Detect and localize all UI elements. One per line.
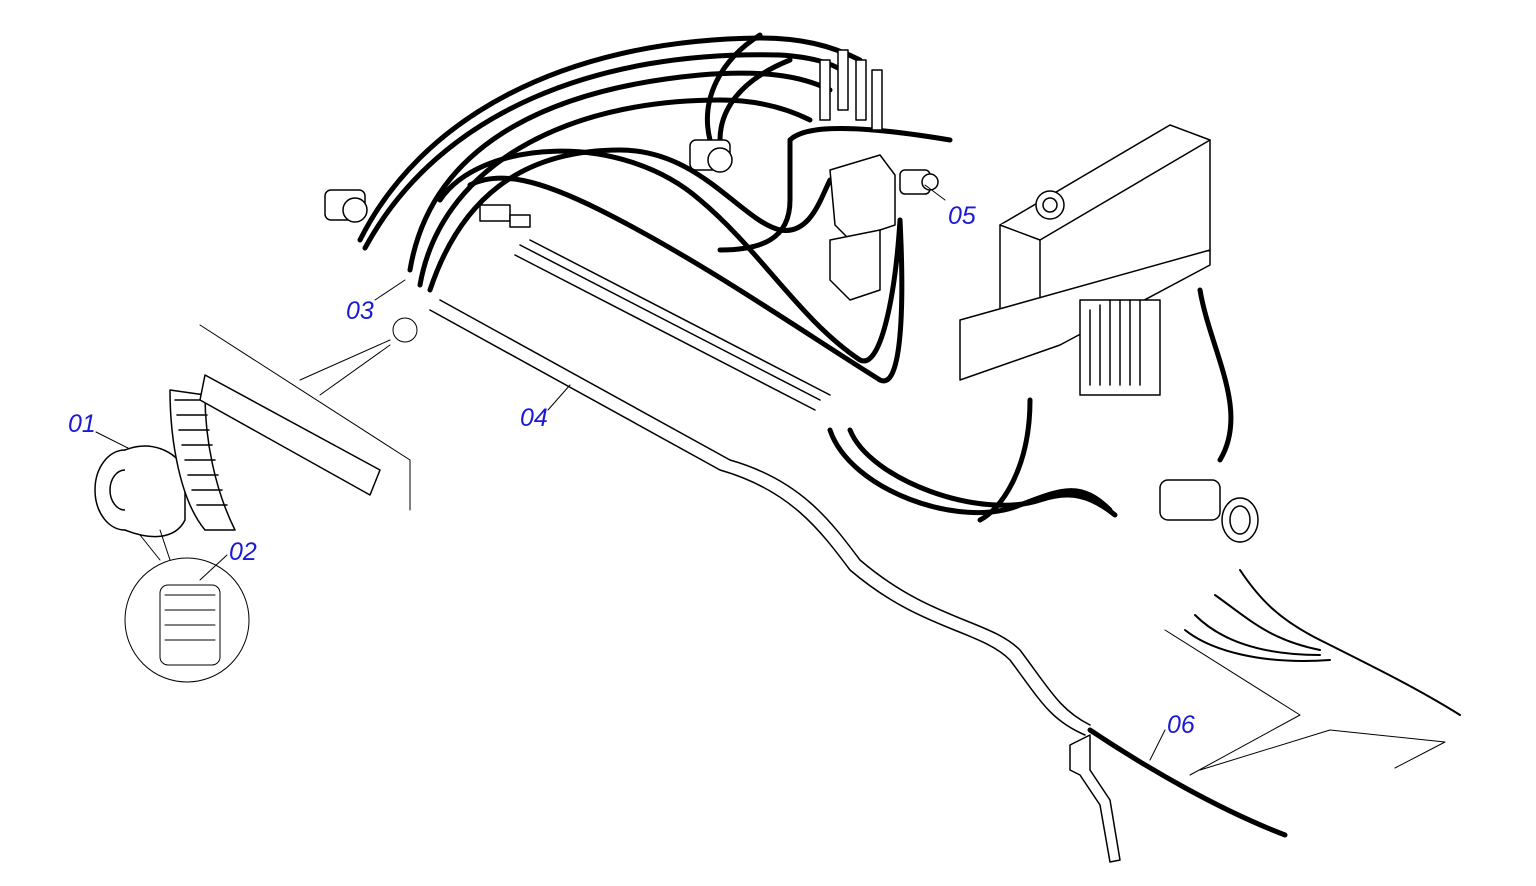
tank-hoses xyxy=(977,287,1234,523)
callout-05: 05 xyxy=(948,202,976,230)
tank-assembly xyxy=(959,124,1211,396)
callout-04: 04 xyxy=(520,404,548,432)
detail-outline-06 xyxy=(1164,629,1446,776)
callout-02: 02 xyxy=(229,538,257,566)
detail-circle-02 xyxy=(124,529,250,683)
leader-lines xyxy=(95,184,1166,761)
valve-block xyxy=(829,154,939,301)
callout-03: 03 xyxy=(346,297,374,325)
upper-hose-bundle xyxy=(357,32,953,384)
wire-harness xyxy=(1087,569,1461,838)
callout-01: 01 xyxy=(68,410,96,438)
lower-hose xyxy=(827,427,1118,518)
callout-06: 06 xyxy=(1167,711,1195,739)
long-pipe xyxy=(429,239,1091,736)
right-pump xyxy=(1159,479,1259,543)
motor-and-bellows xyxy=(94,374,381,538)
bracket-06 xyxy=(1069,734,1121,863)
upper-fittings xyxy=(324,49,883,228)
detail-outline-01 xyxy=(199,317,418,511)
